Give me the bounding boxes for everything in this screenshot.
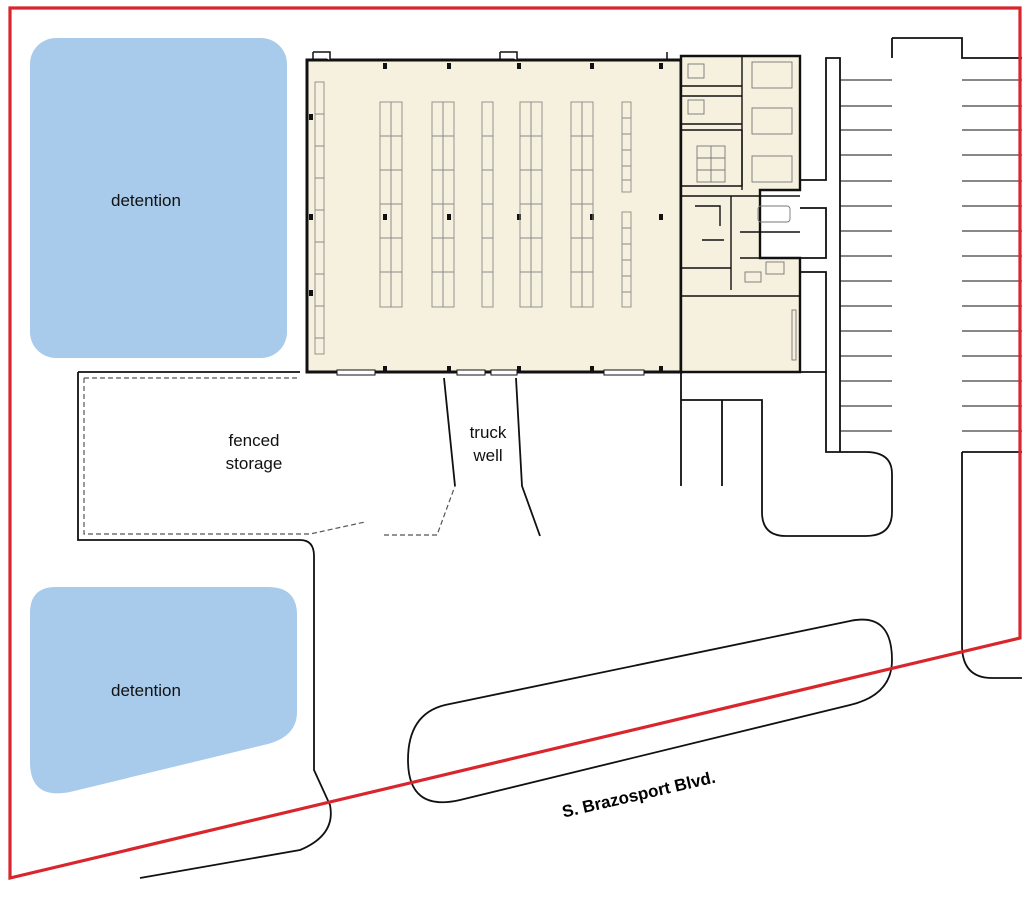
detention-pond-north bbox=[30, 38, 287, 358]
north-wall-details bbox=[312, 51, 668, 60]
storage-racks bbox=[314, 81, 632, 355]
site-curbs-west bbox=[77, 371, 332, 879]
label-street: S. Brazosport Blvd. bbox=[560, 768, 717, 822]
driveway-island bbox=[407, 618, 893, 804]
label-fenced-storage-1: fenced bbox=[228, 431, 279, 450]
label-truck-well-1: truck bbox=[470, 423, 507, 442]
parking-stalls bbox=[840, 79, 1022, 432]
office-notch bbox=[800, 207, 827, 259]
structural-columns bbox=[309, 63, 663, 372]
label-fenced-storage-2: storage bbox=[226, 454, 283, 473]
label-detention-south: detention bbox=[111, 681, 181, 700]
overhead-doors bbox=[336, 369, 645, 376]
office-wing bbox=[679, 54, 802, 374]
property-line bbox=[8, 6, 1022, 881]
truck-well bbox=[443, 377, 541, 537]
site-curbs-east bbox=[680, 37, 1022, 679]
label-detention-north: detention bbox=[111, 191, 181, 210]
detention-pond-south bbox=[30, 587, 297, 794]
fenced-storage-fence bbox=[83, 377, 456, 536]
warehouse-floor bbox=[307, 60, 681, 372]
label-truck-well-2: well bbox=[472, 446, 502, 465]
